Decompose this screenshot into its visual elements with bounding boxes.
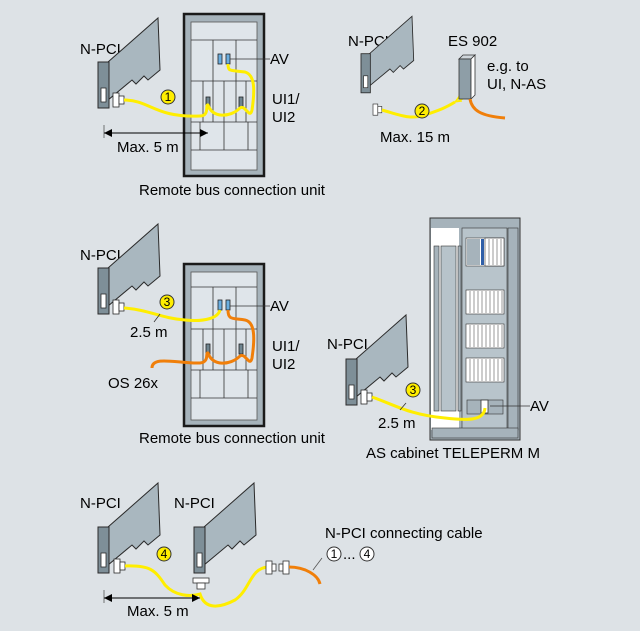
card-label: N-PCI [80,41,121,58]
module-slot [465,323,505,349]
section-3-remote-bus-os: N-PCI AV UI1/ [80,223,326,447]
as-cabinet-teleperm-m [429,217,521,441]
target-label: e.g. to [487,58,529,75]
range-badge-start [326,546,342,562]
n-pci-card-icon [97,223,161,315]
section-4-as-cabinet: N-PCI AV 3 2.5 m AS cabinet TELEPERM M [327,217,549,462]
badge-3 [159,294,175,310]
badge-number: 4 [364,547,371,561]
bus-cable [124,564,269,608]
module-slot [484,237,505,267]
badge-number: 1 [165,90,172,104]
connector-icon [112,92,125,108]
badge-number: 4 [161,547,168,561]
distance-label: 2.5 m [378,415,416,432]
n-pci-card-icon [97,17,161,109]
badge-4 [156,546,172,562]
coupler-icon [265,560,290,575]
distance-label: Max. 5 m [127,603,189,620]
remote-bus-cabinet [182,12,266,178]
av-label: AV [270,51,289,68]
card-label: N-PCI [80,495,121,512]
badge-number: 3 [410,383,417,397]
t-connector-icon [192,577,210,590]
card-label: N-PCI [80,247,121,264]
distance-label: 2.5 m [130,324,168,341]
distance-label: Max. 15 m [380,129,450,146]
badge-2 [414,103,430,119]
device-cable [288,565,322,585]
device-label: ES 902 [448,33,497,50]
badge-number: 1 [331,547,338,561]
remote-bus-cabinet [182,262,266,428]
card-label: N-PCI [174,495,215,512]
connector-icon [112,299,125,315]
connector-icon [113,558,126,574]
ui-label: UI2 [272,356,295,373]
section-5-multi-card: N-PCI N-PCI 4 Max. 5 m N-PCI connecting … [80,482,483,620]
bus-cable [123,63,256,118]
section-1-remote-bus: N-PCI AV UI1/ [80,12,326,199]
n-pci-card-icon [360,15,415,94]
badge-number: 2 [419,104,426,118]
range-badge-end [359,546,375,562]
module-slot [465,357,505,383]
card-label: N-PCI [327,336,368,353]
es902-device-icon [458,54,476,100]
caption: AS cabinet TELEPERM M [366,445,540,462]
section-2-es902: N-PCI 2 ES 902 e.g. to UI, N-AS Max. 15 … [348,15,546,146]
device-cable [150,309,256,369]
caption: Remote bus connection unit [139,430,326,447]
distance-label: Max. 5 m [117,139,179,156]
ui-label: UI2 [272,109,295,126]
range-separator: ... [343,546,356,563]
connector-icon [372,103,383,116]
cable-label: N-PCI connecting cable [325,525,483,542]
bus-cable [123,306,222,322]
device-cable [468,98,506,120]
caption: Remote bus connection unit [139,182,326,199]
os-label: OS 26x [108,375,159,392]
av-label: AV [270,298,289,315]
badge-1 [160,89,176,105]
bus-cable [371,395,487,421]
module-slot [465,289,505,315]
ui-label: UI1/ [272,338,300,355]
badge-number: 3 [164,295,171,309]
n-pci-card-icon [345,314,409,406]
ui-label: UI1/ [272,91,300,108]
av-label: AV [530,398,549,415]
target-label: UI, N-AS [487,76,546,93]
connector-icon [360,389,373,405]
badge-3 [405,382,421,398]
